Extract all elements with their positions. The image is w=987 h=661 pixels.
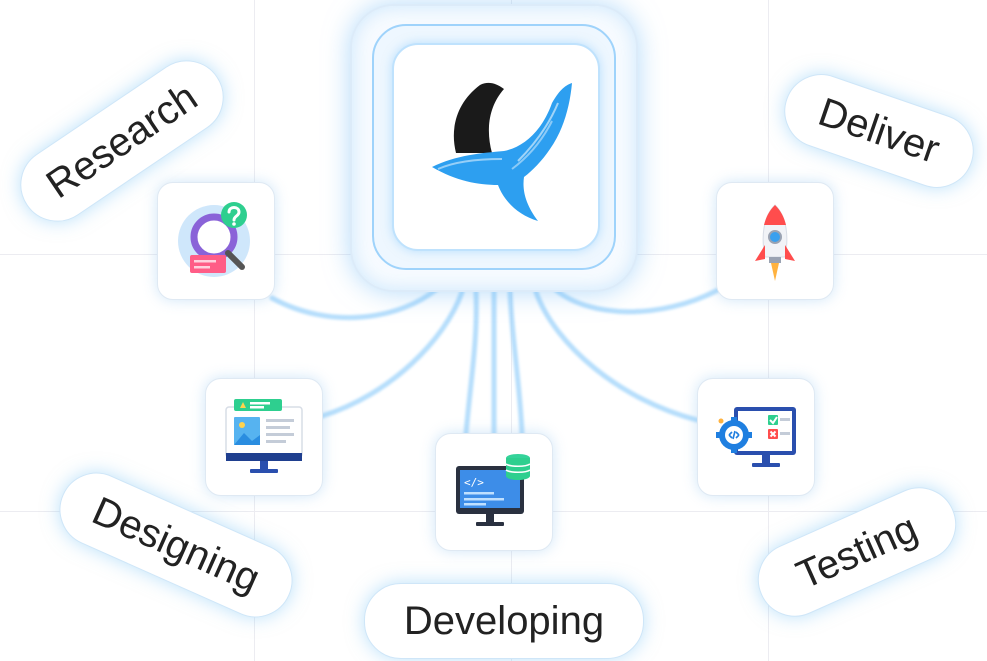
designing-tile <box>205 378 323 496</box>
test-monitor-checklist-icon <box>716 407 796 467</box>
hub-logo-card <box>392 43 600 251</box>
deliver-tile <box>716 182 834 300</box>
code-monitor-database-icon: </> <box>456 454 531 526</box>
grid-line <box>254 0 255 661</box>
grid-line <box>768 0 769 661</box>
research-tile <box>157 182 275 300</box>
connector-developing-left <box>463 289 479 437</box>
rocket-icon <box>755 204 795 281</box>
connector-developing-right <box>507 289 525 437</box>
connector-deliver <box>553 287 721 315</box>
bird-logo-icon <box>432 82 572 221</box>
connector-testing <box>533 289 700 423</box>
testing-tile <box>697 378 815 496</box>
connector-research <box>269 285 441 321</box>
magnifier-question-icon <box>178 202 250 277</box>
svg-text:</>: </> <box>464 476 484 489</box>
stage-label-developing: Developing <box>364 583 644 659</box>
developing-tile: </> <box>435 433 553 551</box>
connector-designing <box>319 289 465 419</box>
design-monitor-icon <box>225 399 303 473</box>
